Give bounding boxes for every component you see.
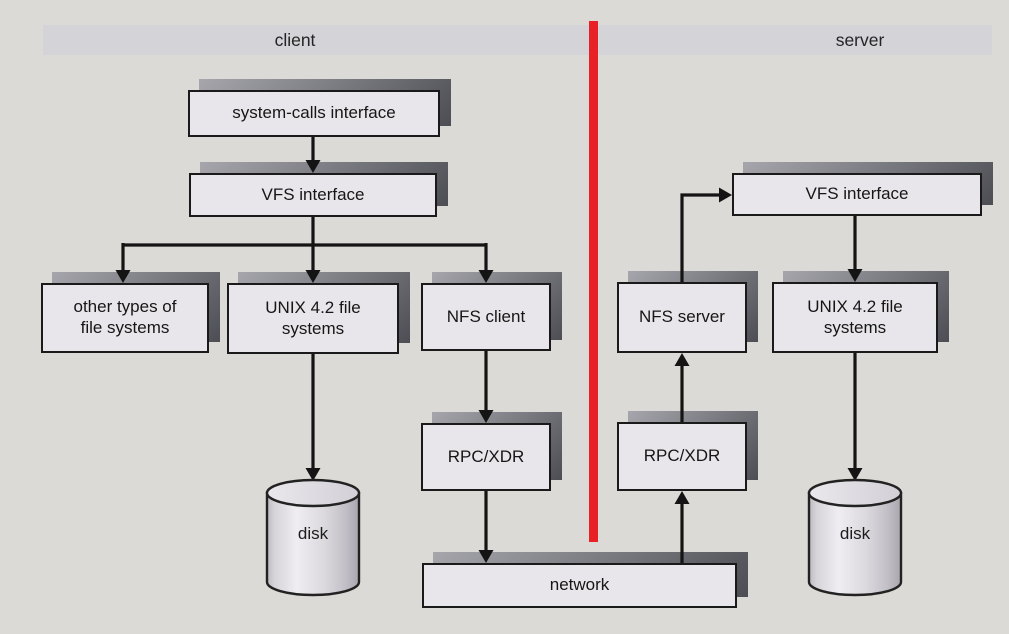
client-unix-file-systems-box: UNIX 4.2 file systems <box>227 283 399 354</box>
server-disk-label: disk <box>839 524 871 543</box>
server-rpc-xdr-box: RPC/XDR <box>617 422 747 491</box>
nfs-client-box: NFS client <box>421 283 551 351</box>
system-calls-interface-box: system-calls interface <box>188 90 440 137</box>
arrowhead-rpc-server-to-nfs-server <box>674 353 690 366</box>
client-rpc-xdr-box: RPC/XDR <box>421 423 551 491</box>
server-vfs-interface-box: VFS interface <box>732 173 982 216</box>
zone-header-bar <box>43 25 992 55</box>
other-file-systems-box: other types of file systems <box>41 283 209 353</box>
client-disk-top <box>265 478 361 508</box>
client-zone-label: client <box>274 30 316 50</box>
server-unix-file-systems-box: UNIX 4.2 file systems <box>772 282 938 353</box>
arrowhead-unix-client-to-disk <box>305 468 321 481</box>
client-disk-label: disk <box>297 524 329 543</box>
vfs-branch-line <box>121 217 488 270</box>
network-box: network <box>422 563 737 608</box>
client-server-divider <box>589 21 598 542</box>
arrow-nfs-server-to-vfs-server-line <box>680 193 719 282</box>
client-vfs-interface-box: VFS interface <box>189 173 437 217</box>
server-disk-top <box>807 478 903 508</box>
nfs-server-box: NFS server <box>617 282 747 353</box>
server-zone-label: server <box>835 30 885 50</box>
arrowhead-network-to-rpc-server <box>674 491 690 504</box>
server-disk-body <box>807 491 903 597</box>
client-disk-body <box>265 491 361 597</box>
arrowhead-unix-server-to-disk <box>847 468 863 481</box>
arrowhead-nfs-server-to-vfs-server <box>719 187 732 203</box>
